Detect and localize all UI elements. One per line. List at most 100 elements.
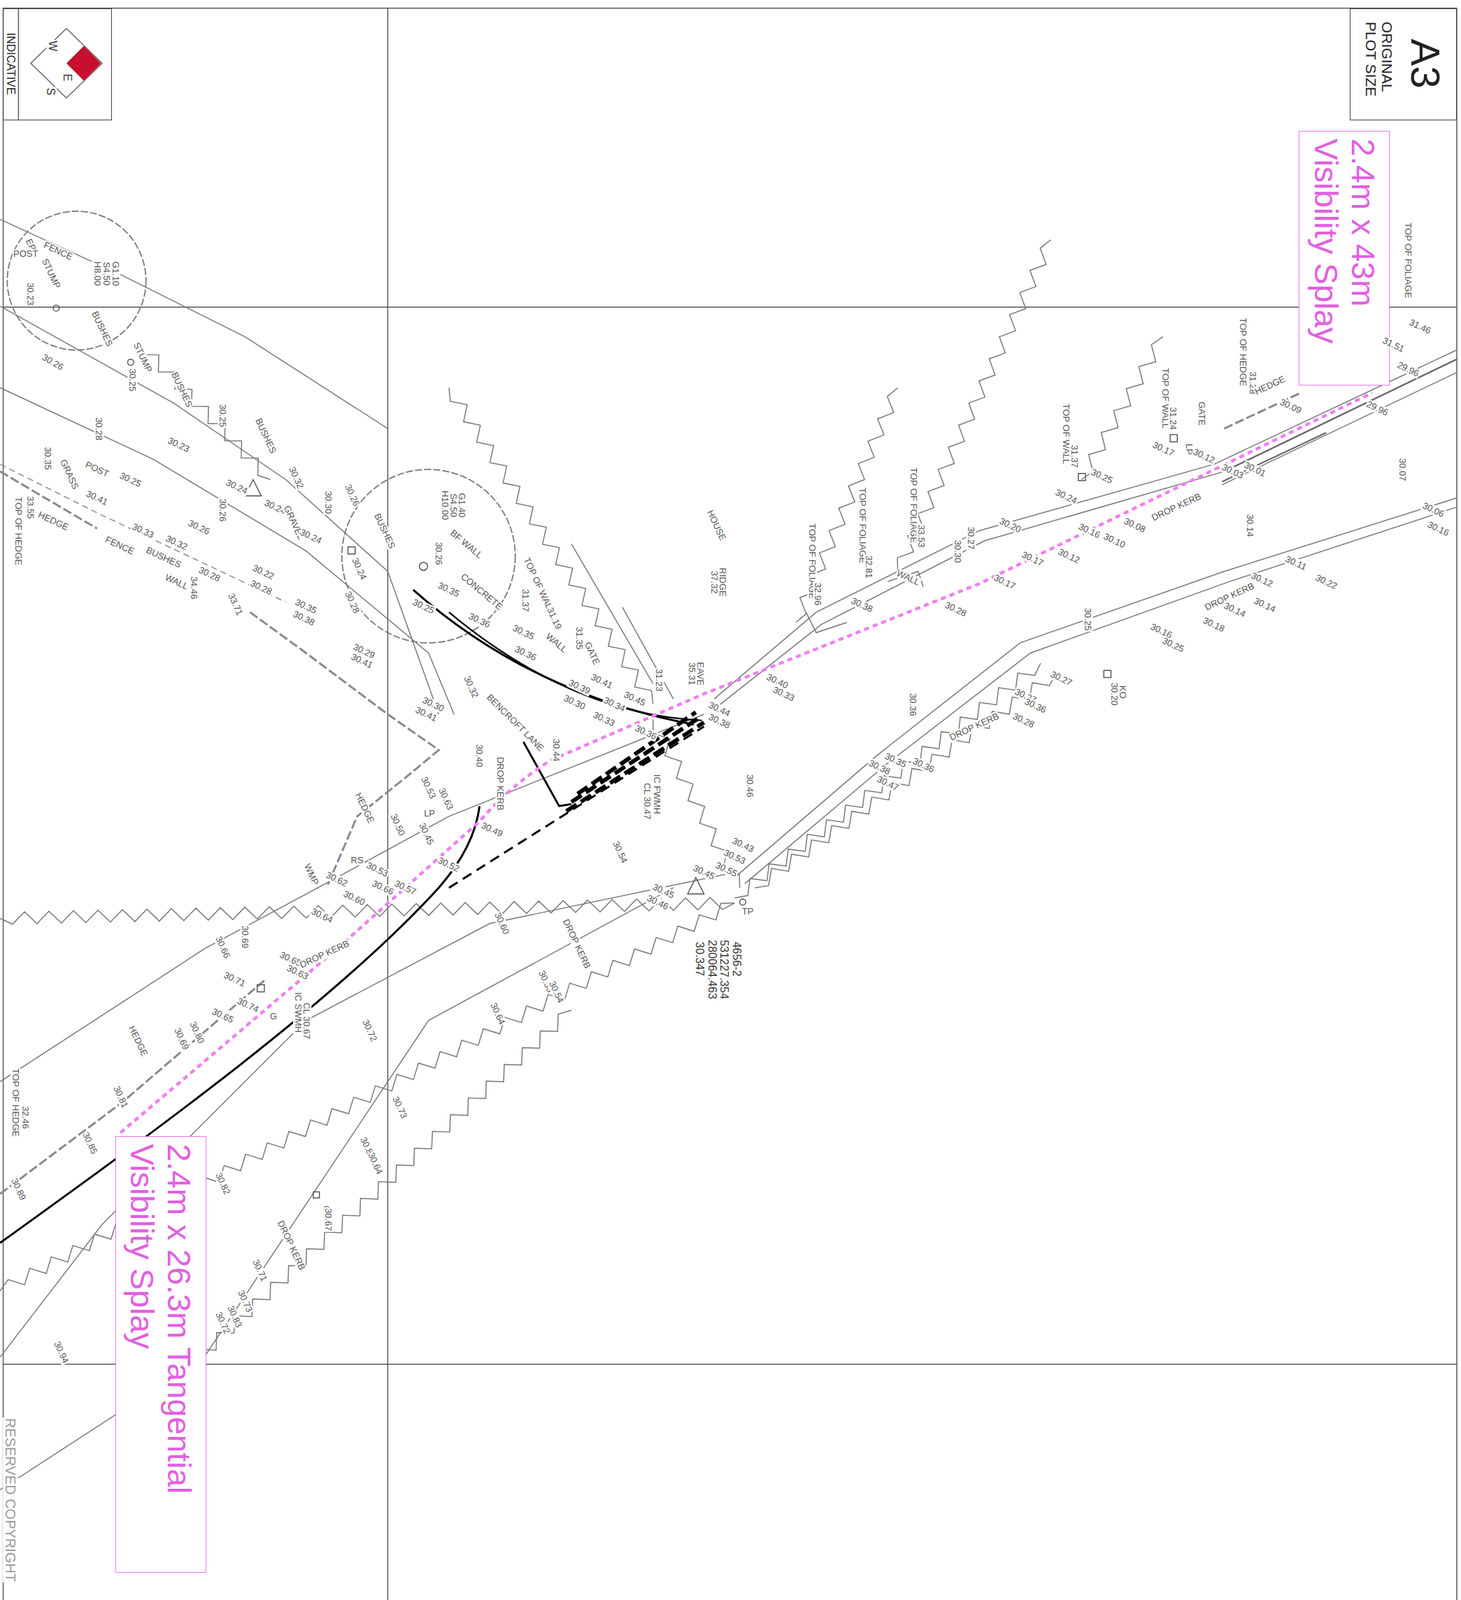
survey-label: 30.60 [340, 888, 367, 908]
survey-label: 30.36 [511, 643, 538, 664]
survey-label: 30.18 [1200, 614, 1227, 635]
north-arrow [30, 28, 103, 98]
survey-label: 30.17 [1018, 549, 1045, 570]
survey-label: 30.35 [509, 623, 536, 643]
survey-label: HEDGE [35, 509, 71, 533]
survey-label: 30.33 [590, 709, 617, 730]
survey-label: H10.00 [439, 489, 450, 521]
road-edge [1222, 372, 1457, 484]
sheet-title: A3 [1405, 39, 1447, 89]
survey-label: TOP OF FOLIAGE [1402, 221, 1413, 299]
survey-label: BUSHES [372, 511, 398, 551]
survey-marker [739, 898, 747, 905]
survey-marker [419, 562, 429, 571]
survey-label: 30.26 [186, 518, 212, 538]
tree-canopy [341, 469, 516, 643]
survey-label: CONCRETE [458, 571, 505, 613]
survey-label: 30.26 [341, 481, 362, 508]
survey-label: 30.24 [1053, 487, 1080, 508]
survey-label: 30.38 [849, 595, 875, 615]
survey-label: 30.25 [409, 596, 436, 617]
fence-line [0, 464, 286, 603]
survey-label: 30.36 [909, 755, 936, 775]
survey-label: 30.12 [1190, 446, 1217, 466]
survey-label: LP [423, 808, 436, 819]
sheet-frame [18, 8, 19, 121]
survey-label: 30.63 [435, 786, 456, 812]
survey-label: 30.06 [1420, 500, 1447, 521]
survey-label: 30.16 [1076, 521, 1103, 541]
survey-label: DROP KERB [274, 1217, 308, 1272]
survey-label: 30.10 [1100, 531, 1127, 552]
survey-label: 30.14 [1251, 595, 1278, 615]
survey-label: 30.07 [1397, 457, 1408, 482]
survey-label: WALL [894, 567, 923, 589]
survey-label: 30.28 [195, 565, 222, 585]
survey-marker [1170, 434, 1178, 442]
survey-label: E [60, 72, 74, 82]
survey-label: 30.26 [39, 351, 66, 373]
splay-label: 2.4m x 26.3m Tangential Visibility Splay [123, 1143, 198, 1564]
survey-label: 30.33 [770, 683, 796, 704]
survey-label: 32.81 [864, 554, 875, 580]
survey-label: 30.64 [309, 905, 336, 926]
survey-label: 29.96 [1394, 359, 1421, 380]
survey-label: POST [12, 248, 39, 259]
survey-label: CL 30.47 [642, 781, 652, 820]
survey-label: G1.10 [110, 260, 121, 287]
road-edge [714, 358, 1457, 709]
survey-label: 30.32 [286, 464, 306, 491]
survey-label: 30.66 [369, 878, 396, 899]
proposed-access [571, 716, 701, 802]
survey-label: 30.65 [209, 1005, 235, 1026]
road-edge [0, 306, 439, 715]
survey-label: 30.27 [1047, 668, 1074, 689]
survey-label: 30.85 [79, 1129, 100, 1156]
survey-label: BUSHES [169, 369, 195, 410]
survey-label: 30.36 [466, 610, 493, 631]
survey-label: 531227.354 [718, 938, 731, 1000]
survey-label: 30.81 [110, 1084, 131, 1110]
survey-label: 30.30 [560, 692, 587, 712]
survey-label: 33.55 [25, 495, 35, 520]
hedge-line [250, 611, 440, 888]
survey-label: 30.24 [348, 555, 369, 582]
survey-label: 30.36 [1022, 696, 1049, 717]
survey-label: 31.37 [520, 588, 531, 613]
survey-label: 31.46 [1407, 316, 1434, 337]
survey-label: 30.28 [1009, 710, 1036, 731]
survey-label: 30.28 [942, 599, 969, 619]
survey-label: 30.25 [117, 469, 144, 490]
proposed-access [0, 589, 704, 1243]
survey-label: 30.72 [359, 1017, 380, 1044]
survey-marker [1103, 670, 1111, 677]
survey-marker [257, 984, 265, 992]
title-box: A3ORIGINAL PLOT SIZE [1349, 8, 1457, 121]
survey-label: 30.14 [1244, 513, 1255, 538]
survey-label: 30.94 [51, 1338, 72, 1365]
road-edge [571, 543, 654, 684]
survey-marker [53, 304, 1178, 1198]
survey-label: DROP KERB [947, 710, 1002, 743]
survey-label: BUSHES [89, 309, 115, 349]
survey-label: 4656-2 [730, 940, 743, 978]
survey-label: 30.22 [1313, 572, 1340, 592]
tree-canopy [6, 211, 146, 350]
survey-label: 30.26 [433, 541, 444, 566]
survey-label: 30.71 [221, 970, 248, 990]
survey-label: 30.09 [1277, 396, 1303, 417]
survey-label: 30.41 [588, 672, 615, 692]
survey-label: 30.14 [1221, 600, 1247, 621]
survey-label: 30.64 [488, 1000, 508, 1026]
survey-label: 30.01 [1241, 459, 1268, 480]
sheet-title: INDICATIVE [4, 32, 17, 96]
survey-label: TOP OF HEDGE [1237, 317, 1248, 388]
survey-label: CL 30.67 [301, 1001, 312, 1040]
survey-label: 30.67 [323, 1207, 333, 1232]
survey-label: 30.35 [42, 446, 53, 471]
proposed-access [413, 589, 694, 725]
survey-label: GRASS [57, 457, 81, 492]
survey-label: 30.24 [297, 527, 324, 547]
break-line [897, 239, 1051, 572]
survey-label: 35.31 [686, 661, 697, 687]
